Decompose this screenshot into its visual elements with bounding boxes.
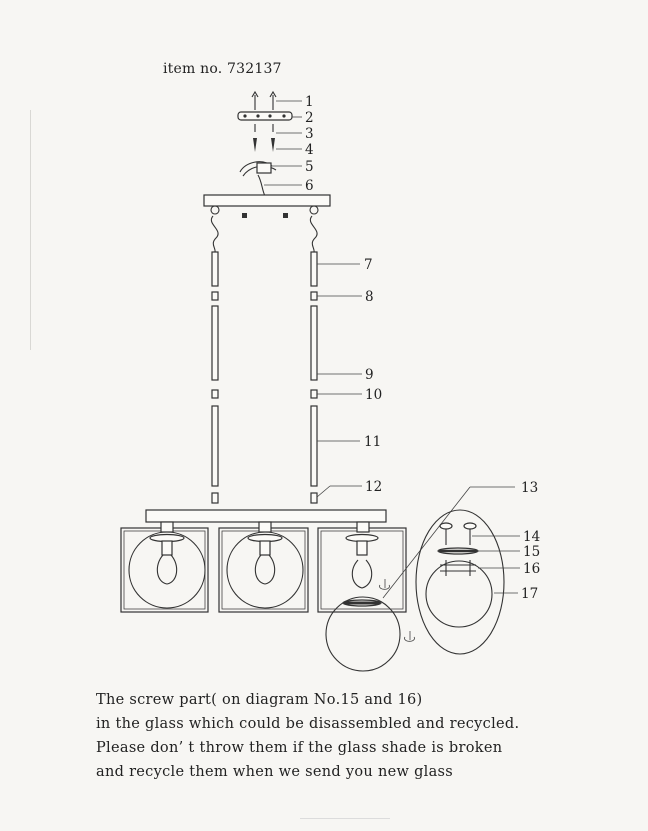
scan-edge-mark [30, 110, 31, 350]
right-suspension-rod [309, 205, 319, 504]
leader-lines-detail [472, 535, 520, 594]
part-label-1: 1 [305, 94, 314, 110]
recycling-note: The screw part( on diagram No.15 and 16)… [96, 688, 616, 784]
part-label-16: 16 [523, 561, 540, 577]
detached-glass-globe [325, 596, 415, 672]
note-line-3: Please don’ t throw them if the glass sh… [96, 740, 503, 756]
note-line-1: The screw part( on diagram No.15 and 16) [96, 692, 423, 708]
part-number-labels: 1 2 3 4 5 6 7 8 9 10 11 12 13 14 15 16 1… [305, 94, 540, 602]
item-number: item no. 732137 [163, 61, 282, 77]
shade-1 [120, 521, 209, 613]
note-line-4: and recycle them when we send you new gl… [96, 764, 454, 780]
part-label-14: 14 [523, 529, 540, 545]
part-label-8: 8 [365, 289, 374, 305]
leader-13 [382, 486, 471, 599]
part-label-9: 9 [365, 367, 374, 383]
part-label-3: 3 [305, 126, 314, 142]
part-label-7: 7 [364, 257, 373, 273]
ceiling-mount [203, 90, 331, 218]
part-label-2: 2 [305, 110, 314, 126]
scan-bottom-mark [300, 818, 390, 819]
part-label-15: 15 [523, 544, 540, 560]
part-label-10: 10 [365, 387, 382, 403]
part-label-6: 6 [305, 178, 314, 194]
main-bar [145, 509, 387, 523]
part-label-11: 11 [364, 434, 381, 450]
shade-2 [218, 521, 309, 613]
leader-lines-rod [316, 263, 362, 498]
glass-screw-detail [415, 509, 505, 655]
part-label-17: 17 [521, 586, 538, 602]
note-line-2: in the glass which could be disassembled… [96, 716, 520, 732]
part-label-5: 5 [305, 159, 314, 175]
part-label-12: 12 [365, 479, 382, 495]
shade-3-frame [317, 521, 407, 613]
left-suspension-rod [210, 205, 220, 504]
part-label-13: 13 [521, 480, 538, 496]
leader-lines-top [264, 100, 302, 186]
part-label-4: 4 [305, 142, 314, 158]
